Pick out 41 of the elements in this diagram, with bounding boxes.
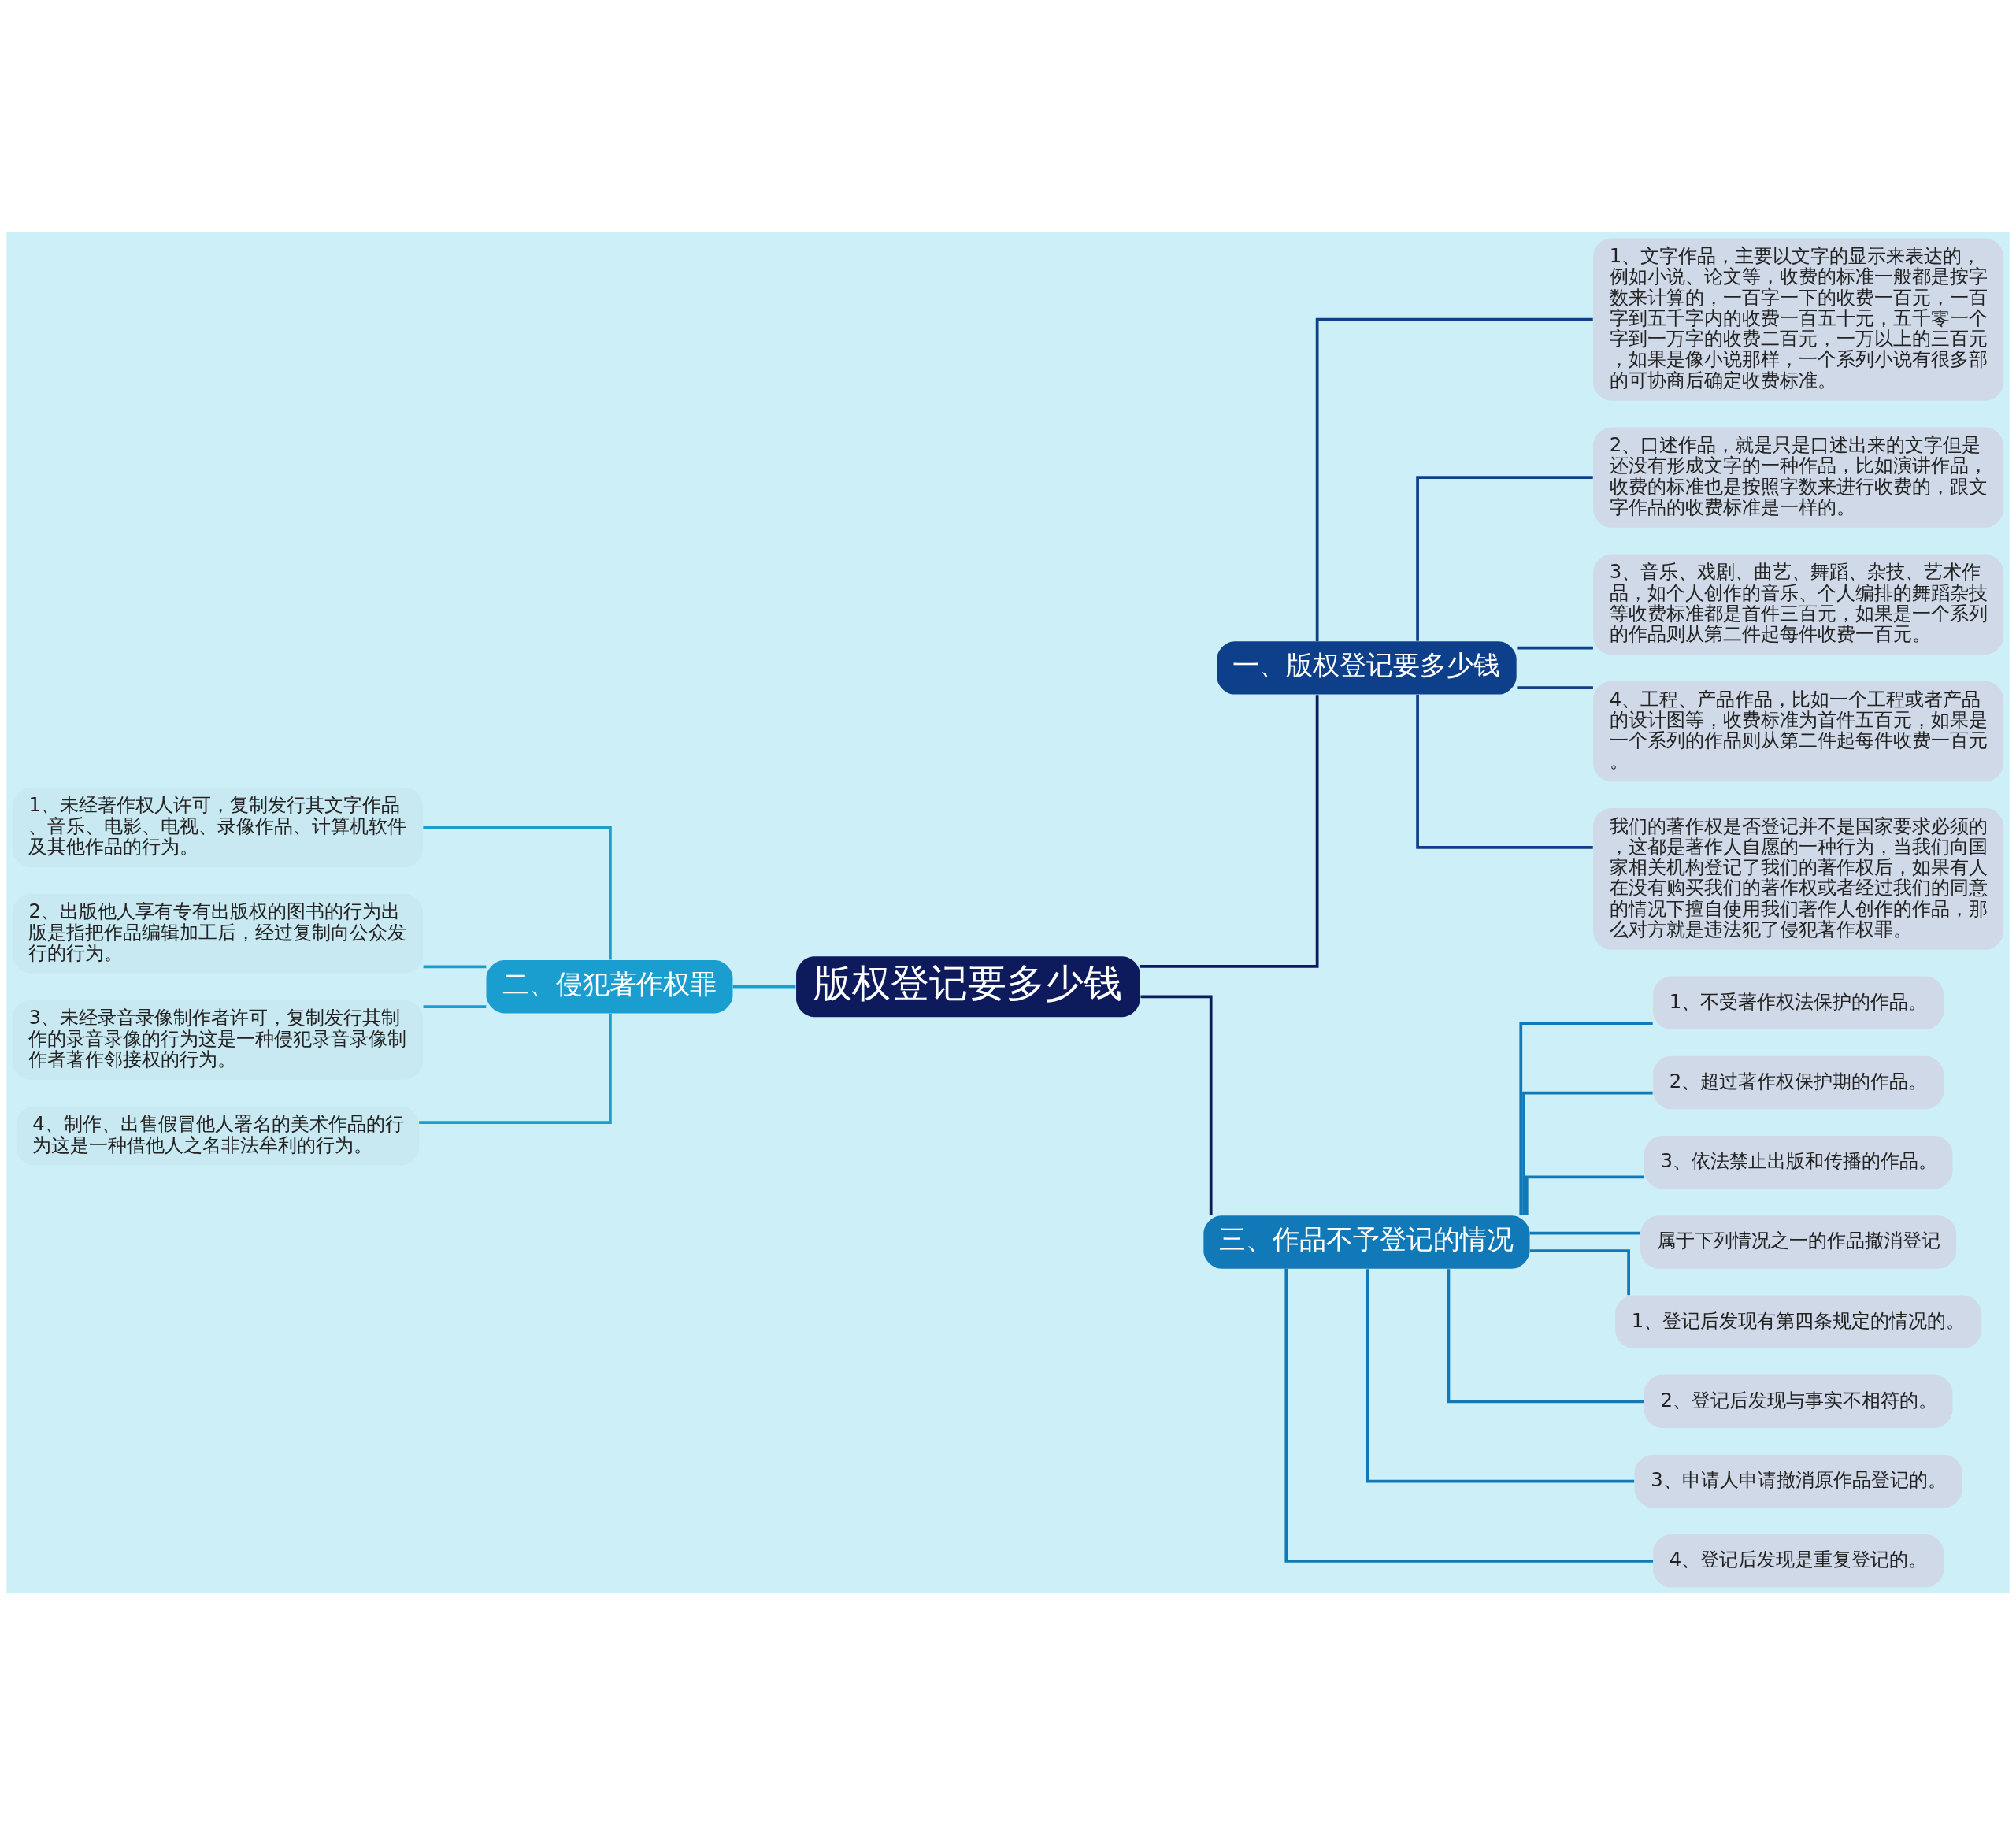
node-box: 3、音乐、戏剧、曲艺、舞蹈、杂技、艺术作品，如个人创作的音乐、个人编排的舞蹈杂技等收费标准都是首件三百元，如果是一个系列的作品则从第二件起每件收费一百元。: [1593, 554, 2004, 655]
node-box: 3、未经录音录像制作者许可，复制发行其制作的录音录像的行为这是一种侵犯录音录像制作者著作邻接权的行为。: [12, 1000, 423, 1080]
node-box: 2、超过著作权保护期的作品。: [1653, 1055, 1944, 1109]
connector: [1315, 317, 1593, 641]
connector: [1525, 1175, 1644, 1215]
node-box: 4、登记后发现是重复登记的。: [1653, 1534, 1944, 1587]
node-box: 二、侵犯著作权罪: [486, 959, 733, 1013]
node-box: 属于下列情况之一的作品撤消登记: [1640, 1215, 1957, 1269]
connector: [1284, 1268, 1653, 1563]
node-box: 我们的著作权是否登记并不是国家要求必须的，这都是著作人自愿的一种行为，当我们向国家相关机构登记了我们的著作权后，如果有人在没有购买我们的著作权或者经过我们的同意的情况下擅自使用我们著作人创作的作品，那么对方就是违法犯了侵犯著作权罪。: [1593, 807, 2004, 950]
connector: [1447, 1268, 1644, 1403]
connector: [1517, 646, 1593, 649]
connector: [732, 985, 796, 989]
node-box: 1、未经著作权人许可，复制发行其文字作品、音乐、电影、电视、录像作品、计算机软件及其他作品的行为。: [12, 787, 423, 867]
connector: [423, 1004, 487, 1008]
connector: [1366, 1268, 1635, 1482]
node-box: 3、申请人申请撤消原作品登记的。: [1634, 1454, 1962, 1508]
node-box: 三、作品不予登记的情况: [1203, 1215, 1530, 1269]
node-box: 2、出版他人享有专有出版权的图书的行为出版是指把作品编辑加工后，经过复制向公众发行的行为。: [12, 893, 423, 974]
connector: [1522, 1091, 1653, 1215]
node-box: 4、制作、出售假冒他人署名的美术作品的行为这是一种借他人之名非法牟利的行为。: [16, 1106, 420, 1165]
connector: [1416, 475, 1593, 641]
node-box: 3、依法禁止出版和传播的作品。: [1644, 1135, 1953, 1189]
connector: [1529, 1248, 1630, 1295]
connector: [1529, 1231, 1640, 1235]
node-box: 1、不受著作权法保护的作品。: [1653, 976, 1944, 1029]
connector: [1140, 995, 1213, 1215]
connector: [1519, 1021, 1653, 1215]
node-box: 版权登记要多少钱: [796, 955, 1140, 1017]
connector: [423, 825, 612, 959]
connector: [423, 965, 487, 968]
connector: [1416, 694, 1593, 849]
connector: [1517, 685, 1593, 689]
node-box: 一、版权登记要多少钱: [1217, 640, 1517, 695]
node-box: 1、文字作品，主要以文字的显示来表达的，例如小说、论文等，收费的标准一般都是按字数来计算的，一百字一下的收费一百元，一百字到五千字内的收费一百五十元，五千零一个字到一万字的收费二百元，一万以上的三百元，如果是像小说那样，一个系列小说有很多部的可协商后确定收费标准。: [1593, 238, 2004, 401]
node-box: 1、登记后发现有第四条规定的情况的。: [1615, 1294, 1982, 1348]
node-box: 2、口述作品，就是只是口述出来的文字但是还没有形成文字的一种作品，比如演讲作品，收费的标准也是按照字数来进行收费的，跟文字作品的收费标准是一样的。: [1593, 426, 2004, 528]
node-box: 2、登记后发现与事实不相符的。: [1644, 1374, 1953, 1428]
connector: [419, 1013, 612, 1124]
connector: [1140, 694, 1319, 968]
node-box: 4、工程、产品作品，比如一个工程或者产品的设计图等，收费标准为首件五百元，如果是一个系列的作品则从第二件起每件收费一百元。: [1593, 681, 2004, 781]
